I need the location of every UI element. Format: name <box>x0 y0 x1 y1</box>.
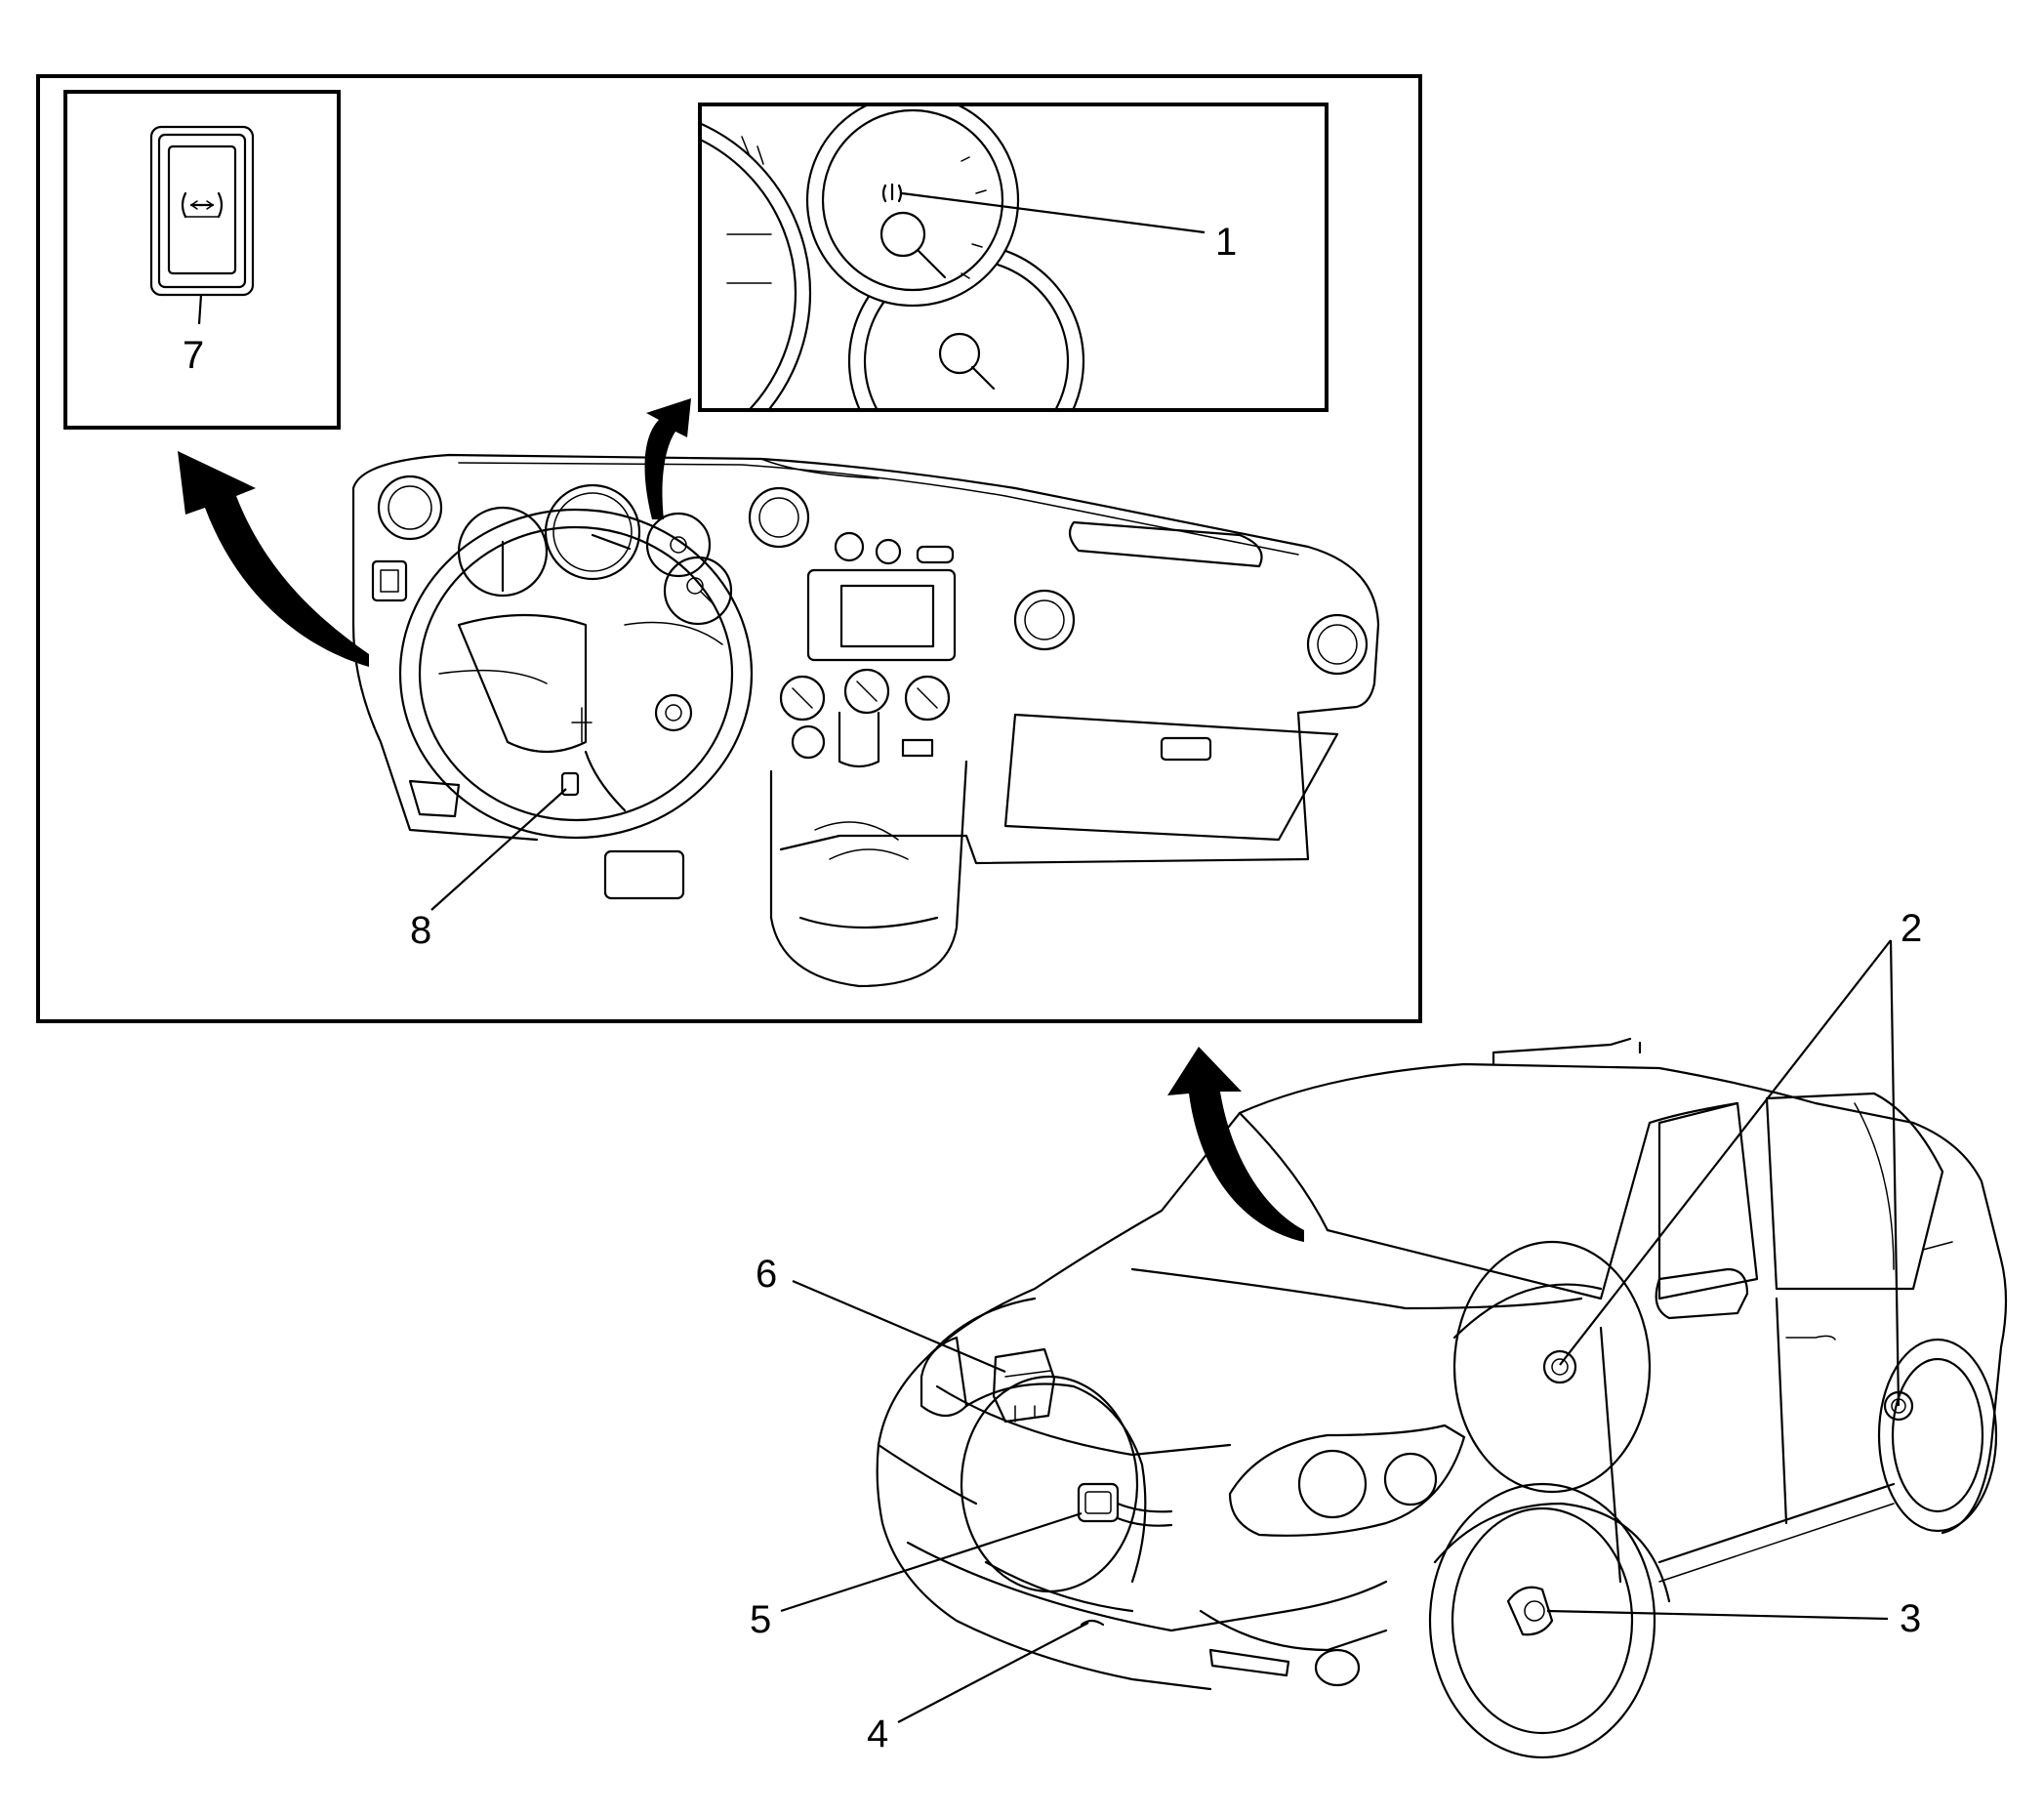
vehicle-illustration <box>876 1037 2008 1759</box>
interior-view-frame <box>36 74 1422 1023</box>
curved-arrow-icon <box>1167 1047 1304 1242</box>
switch-inset: 7 <box>63 90 341 430</box>
callout-5: 5 <box>750 1598 771 1641</box>
tire-pressure-warning-lamp-icon <box>881 183 903 203</box>
callout-6: 6 <box>756 1253 777 1296</box>
callout-1: 1 <box>1215 221 1237 264</box>
callout-2: 2 <box>1901 907 1922 950</box>
dashboard-illustration <box>351 453 1380 988</box>
callout-8: 8 <box>410 909 431 952</box>
callout-4: 4 <box>867 1713 888 1755</box>
tire-pressure-switch <box>149 125 255 297</box>
curved-arrow-icon <box>644 398 691 519</box>
callout-3: 3 <box>1900 1597 1921 1640</box>
spare-wheel-sensor <box>1542 1349 1577 1384</box>
tire-pressure-symbol-icon <box>181 191 224 219</box>
cluster-inset: 1 <box>698 103 1329 412</box>
front-right-wheel-speed-sensor <box>1506 1586 1554 1636</box>
callout-7: 7 <box>183 334 204 377</box>
control-module <box>992 1347 1056 1424</box>
front-left-wheel-speed-sensor <box>1077 1482 1173 1527</box>
curved-arrow-icon <box>178 451 369 667</box>
